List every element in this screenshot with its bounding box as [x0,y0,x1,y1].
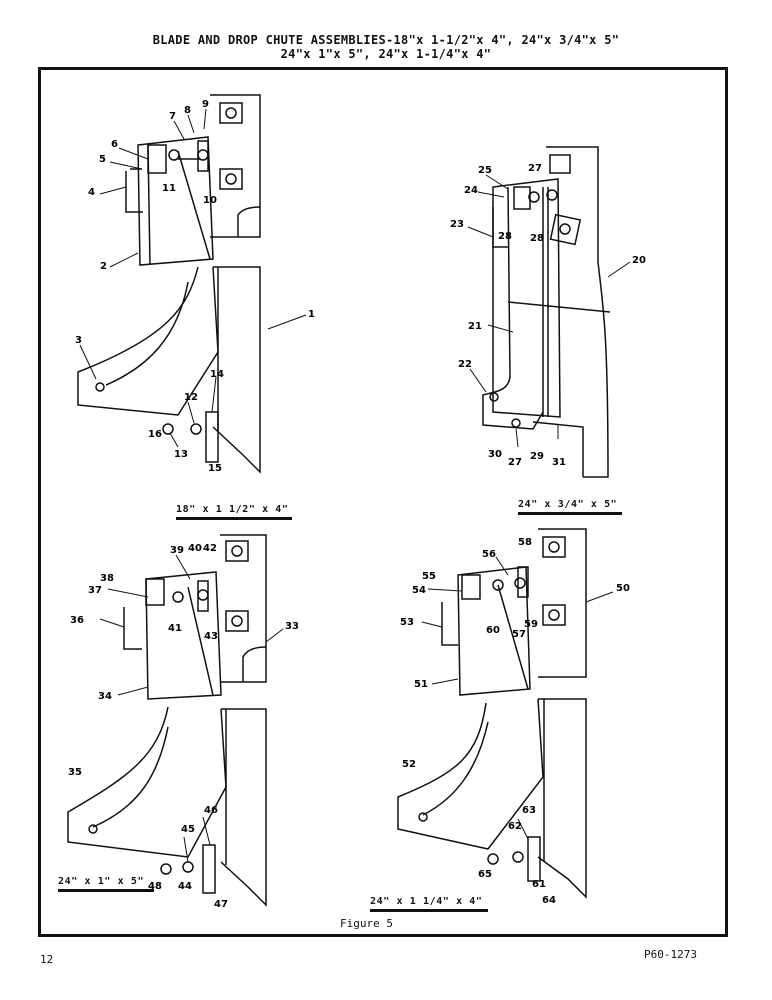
callout-label: 65 [478,869,492,880]
callout-label: 35 [68,767,82,778]
callout-label: 45 [181,824,195,835]
callout-label: 23 [450,219,464,230]
assembly-c-drawing [67,534,267,907]
callout-label: 33 [285,621,299,632]
document-id: P60-1273 [644,948,697,961]
assembly-b-callouts [467,174,631,448]
callout-label: 15 [208,463,222,474]
callout-label: 30 [488,449,502,460]
callout-label: 5 [99,154,106,165]
callout-label: 27 [528,163,542,174]
callout-label: 10 [203,195,217,206]
callout-label: 28 [498,231,512,242]
callout-label: 6 [111,139,118,150]
callout-label: 43 [204,631,218,642]
callout-label: 63 [522,805,536,816]
callout-label: 21 [468,321,482,332]
callout-label: 24 [464,185,478,196]
callout-label: 48 [148,881,162,892]
callout-label: 11 [162,183,176,194]
callout-label: 22 [458,359,472,370]
callout-label: 61 [532,879,546,890]
callout-label: 25 [478,165,492,176]
callout-label: 16 [148,429,162,440]
callout-label: 2 [100,261,107,272]
callout-label: 41 [168,623,182,634]
callout-label: 29 [530,451,544,462]
callout-label: 39 [170,545,184,556]
callout-label: 38 [100,573,114,584]
caption-assembly-a: 18" x 1 1/2" x 4" [176,504,292,520]
assembly-a-callouts [79,108,307,448]
caption-text: 18" x 1 1/2" x 4" [176,504,289,515]
callout-label: 12 [184,392,198,403]
callout-label: 31 [552,457,566,468]
callout-label: 13 [174,449,188,460]
callout-label: 56 [482,549,496,560]
callout-label: 28 [530,233,544,244]
caption-assembly-b: 24" x 3/4" x 5" [518,499,622,515]
callout-label: 54 [412,585,426,596]
caption-assembly-c: 24" x 1" x 5" [58,876,154,892]
callout-label: 51 [414,679,428,690]
callout-label: 47 [214,899,228,910]
callout-label: 59 [524,619,538,630]
callout-label: 1 [308,309,315,320]
callout-label: 8 [184,105,191,116]
assembly-a-drawing [77,94,261,474]
callout-label: 9 [202,99,209,110]
assembly-c-callouts [99,554,284,863]
callout-label: 46 [204,805,218,816]
figure-label: Figure 5 [340,917,393,930]
assembly-d-drawing [397,528,587,899]
callout-label: 57 [512,629,526,640]
callout-label: 55 [422,571,436,582]
callout-label: 4 [88,187,95,198]
caption-text: 24" x 3/4" x 5" [518,499,618,510]
callout-label: 27 [508,457,522,468]
callout-labels: 9 8 7 6 5 4 11 10 2 1 3 14 12 16 13 15 2… [68,99,646,910]
page-title: BLADE AND DROP CHUTE ASSEMBLIES-18"x 1-1… [152,33,620,47]
callout-label: 44 [178,881,192,892]
callout-label: 3 [75,335,82,346]
callout-label: 34 [98,691,112,702]
callout-label: 42 [203,543,217,554]
caption-assembly-d: 24" x 1 1/4" x 4" [370,896,488,912]
figure-frame: 9 8 7 6 5 4 11 10 2 1 3 14 12 16 13 15 2… [38,67,728,937]
callout-label: 20 [632,255,646,266]
assembly-b-drawing [482,146,611,478]
callout-label: 7 [169,111,176,122]
callout-label: 37 [88,585,102,596]
caption-text: 24" x 1 1/4" x 4" [370,896,483,907]
callout-label: 36 [70,615,84,626]
callout-label: 50 [616,583,630,594]
callout-label: 14 [210,369,224,380]
caption-text: 24" x 1" x 5" [58,876,145,887]
assembly-d-callouts [421,556,614,840]
page-subtitle: 24"x 1"x 5", 24"x 1-1/4"x 4" [280,47,492,61]
callout-label: 40 [188,543,202,554]
callout-label: 52 [402,759,416,770]
callout-label: 53 [400,617,414,628]
callout-label: 60 [486,625,500,636]
page-number: 12 [40,953,54,966]
callout-label: 62 [508,821,522,832]
callout-label: 64 [542,895,556,906]
callout-label: 58 [518,537,532,548]
